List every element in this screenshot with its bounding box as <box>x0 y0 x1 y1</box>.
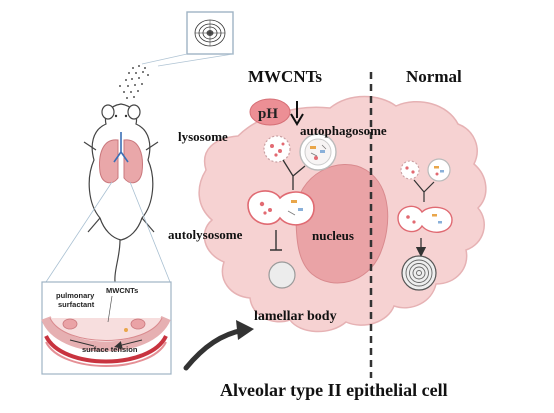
curved-arrow <box>183 327 247 371</box>
mouse-icon <box>83 103 159 291</box>
normal-header: Normal <box>406 67 462 86</box>
inset-pulmonary: pulmonary <box>56 291 95 300</box>
ph-label: pH <box>258 106 278 122</box>
inset-zoom-lines <box>45 181 171 283</box>
inset-surface-tension: surface tension <box>82 345 138 354</box>
fusion-lines <box>282 159 306 190</box>
mwcnts-header: MWCNTs <box>248 67 322 86</box>
mwcnts-pointer <box>107 295 113 323</box>
normal-lysosome <box>400 160 420 180</box>
magnifier-lines <box>141 53 234 67</box>
surface-tension-arrows <box>69 339 143 346</box>
autophagosome-label: autophagosome <box>300 123 387 138</box>
lysosome-organelle <box>263 135 291 163</box>
capillary-inner <box>45 341 167 367</box>
lamellar-body-normal <box>401 255 437 291</box>
cell-caption: Alveolar type II epithelial cell <box>220 380 448 400</box>
lungs <box>99 132 143 184</box>
lysosome-label: lysosome <box>178 129 228 144</box>
curved-arrow-head <box>236 320 254 340</box>
normal-autophagosome <box>427 158 451 182</box>
inhibition-line <box>270 230 282 251</box>
nucleus-label: nucleus <box>312 228 354 243</box>
alveolus-wall <box>41 315 171 352</box>
mouse-eye-right <box>124 114 128 118</box>
capillary <box>44 334 168 364</box>
inset-cells <box>62 318 146 332</box>
nucleus <box>295 164 389 284</box>
particle-spray <box>119 65 149 99</box>
inset-surfactant: surfactant <box>58 300 95 309</box>
ph-badge <box>249 98 291 126</box>
normal-fusion-lines <box>413 179 435 202</box>
lamellar-body-impaired <box>268 261 296 289</box>
lamellar-body-label: lamellar body <box>254 309 337 324</box>
arrow-down-icon <box>290 101 304 126</box>
normal-autolysosome <box>397 205 453 233</box>
autolysosome-organelle <box>247 190 315 226</box>
inset-mwcnts: MWCNTs <box>106 286 138 295</box>
autophagosome-organelle <box>299 133 337 171</box>
mouse-eye-left <box>114 114 118 118</box>
autolysosome-label: autolysosome <box>168 227 243 242</box>
nanotube-icon <box>194 19 226 47</box>
